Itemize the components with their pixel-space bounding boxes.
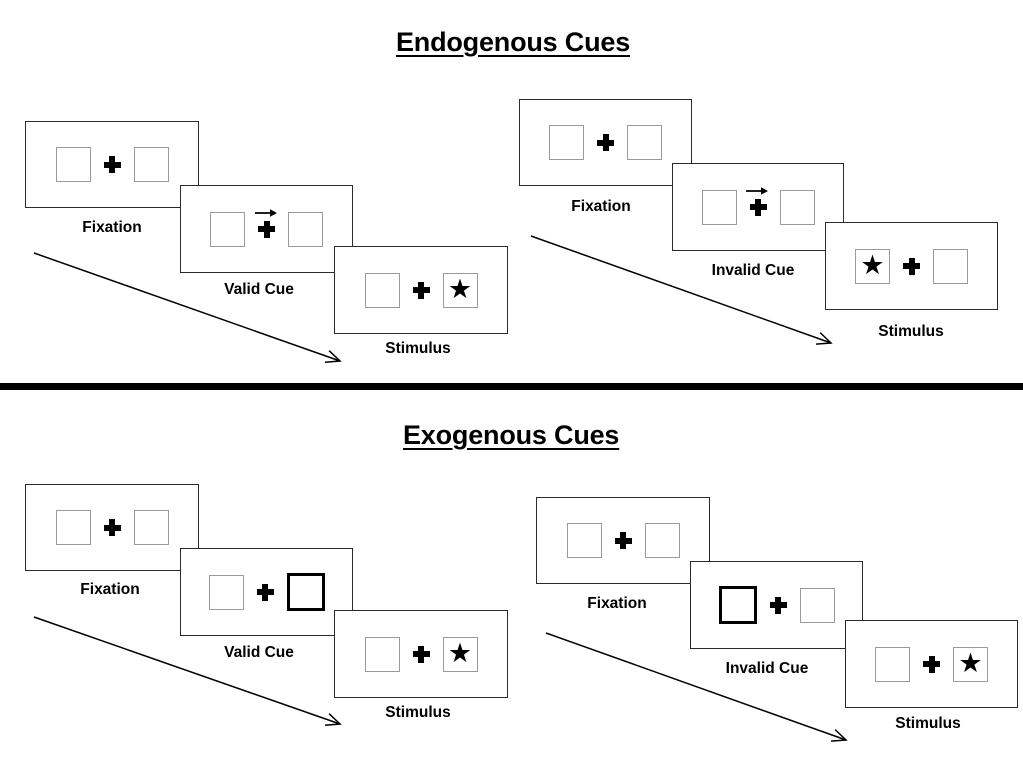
panel-caption-exo-invalid-stimulus: Stimulus (895, 715, 961, 732)
fixation-cross-icon (103, 156, 121, 173)
panel-contents: ★ (875, 646, 988, 682)
panel-caption-endo-valid-cue: Valid Cue (224, 281, 294, 298)
trial-panel-exo-valid-fixation[interactable] (25, 484, 199, 571)
right-placeholder-box: ★ (442, 636, 478, 672)
trial-panel-exo-valid-stimulus[interactable]: ★ (334, 610, 508, 698)
left-placeholder-box (364, 636, 400, 672)
panel-caption-endo-invalid-stimulus: Stimulus (878, 323, 944, 340)
fixation-cross-icon (103, 519, 121, 536)
section-title-exogenous: Exogenous Cues (403, 420, 620, 450)
right-placeholder-box (644, 523, 680, 558)
right-placeholder-box (286, 573, 325, 611)
left-placeholder-box (566, 523, 602, 558)
left-placeholder-box (208, 574, 244, 610)
panel-caption-endo-valid-stimulus: Stimulus (385, 340, 451, 357)
star-icon: ★ (447, 637, 473, 668)
fixation-cross-icon (256, 583, 274, 601)
fixation-cross-icon (412, 281, 430, 299)
arrow-right-icon (254, 205, 280, 217)
trial-panel-exo-invalid-cue[interactable] (690, 561, 863, 649)
star-icon: ★ (958, 647, 983, 678)
panel-contents (566, 523, 680, 558)
trial-panel-endo-invalid-cue[interactable] (672, 163, 844, 251)
left-placeholder-box (364, 272, 400, 308)
panel-contents (208, 573, 325, 611)
star-icon: ★ (447, 273, 473, 304)
panel-contents (55, 147, 169, 182)
right-placeholder-box (799, 587, 835, 623)
left-placeholder-box (701, 189, 737, 225)
left-placeholder-box: ★ (855, 248, 890, 284)
trial-panel-endo-valid-cue[interactable] (180, 185, 353, 273)
section-title-endogenous: Endogenous Cues (396, 27, 631, 57)
panel-contents: ★ (364, 272, 478, 308)
star-icon: ★ (860, 249, 885, 280)
trial-panel-endo-invalid-fixation[interactable] (519, 99, 692, 186)
right-placeholder-box: ★ (953, 646, 988, 682)
panel-contents (55, 510, 169, 545)
fixation-cross-icon (923, 655, 940, 673)
panel-caption-exo-valid-cue: Valid Cue (224, 644, 294, 661)
left-placeholder-box (210, 211, 245, 247)
fixation-cross-icon (597, 134, 614, 151)
fixation-cross-icon (903, 257, 920, 275)
right-placeholder-box (133, 510, 169, 545)
fixation-cross-icon (254, 208, 277, 238)
panel-caption-exo-invalid-cue: Invalid Cue (725, 660, 809, 677)
arrow-right-icon (745, 183, 771, 195)
right-placeholder-box: ★ (442, 272, 478, 308)
panel-caption-exo-valid-fixation: Fixation (80, 581, 140, 598)
left-placeholder-box (549, 125, 584, 160)
panel-contents (718, 586, 835, 624)
panel-caption-endo-valid-fixation: Fixation (82, 219, 142, 236)
section-divider (0, 383, 1023, 390)
trial-panel-endo-invalid-stimulus[interactable]: ★ (825, 222, 998, 310)
fixation-cross-icon (412, 645, 430, 663)
right-placeholder-box (933, 248, 968, 284)
left-placeholder-box (55, 147, 91, 182)
panel-caption-endo-invalid-cue: Invalid Cue (711, 262, 795, 279)
right-placeholder-box (133, 147, 169, 182)
panel-contents (549, 125, 662, 160)
trial-panel-endo-valid-fixation[interactable] (25, 121, 199, 208)
panel-caption-exo-invalid-fixation: Fixation (587, 595, 647, 612)
panel-contents: ★ (364, 636, 478, 672)
right-placeholder-box (627, 125, 662, 160)
panel-contents (210, 208, 323, 247)
trial-panel-exo-invalid-stimulus[interactable]: ★ (845, 620, 1018, 708)
panel-caption-exo-valid-stimulus: Stimulus (385, 704, 451, 721)
panel-caption-endo-invalid-fixation: Fixation (571, 198, 631, 215)
trial-panel-exo-invalid-fixation[interactable] (536, 497, 710, 584)
left-placeholder-box (718, 586, 757, 624)
trial-panel-exo-valid-cue[interactable] (180, 548, 353, 636)
left-placeholder-box (55, 510, 91, 545)
right-placeholder-box (288, 211, 323, 247)
fixation-cross-icon (769, 596, 787, 614)
panel-contents: ★ (855, 248, 968, 284)
right-placeholder-box (779, 189, 815, 225)
fixation-cross-icon (746, 186, 768, 216)
left-placeholder-box (875, 646, 910, 682)
fixation-cross-icon (614, 532, 632, 549)
panel-contents (701, 186, 815, 225)
trial-panel-endo-valid-stimulus[interactable]: ★ (334, 246, 508, 334)
